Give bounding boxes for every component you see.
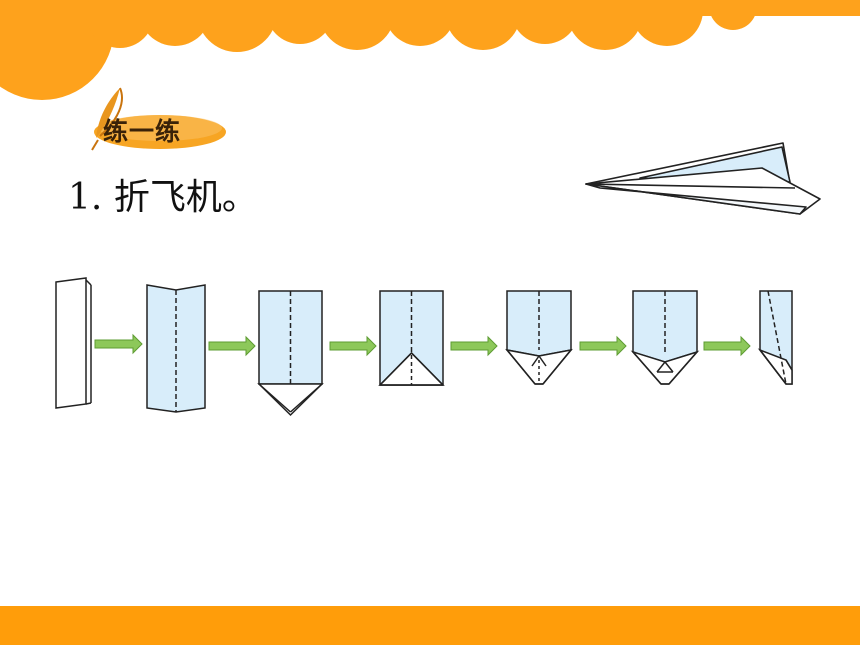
step-1 <box>55 277 92 409</box>
step-4 <box>378 290 445 386</box>
problem-number: 1. <box>68 177 103 218</box>
paper-airplane-icon <box>585 142 821 215</box>
problem-title: 1. 折飞机。 <box>68 168 258 220</box>
arrow-4 <box>450 335 498 357</box>
bottom-bar <box>0 606 860 645</box>
arrow-1 <box>94 333 143 355</box>
step-6 <box>630 290 700 385</box>
problem-text: 折飞机。 <box>113 177 258 218</box>
step-7 <box>757 290 793 385</box>
feather-icon <box>91 87 123 151</box>
arrow-5 <box>579 335 627 357</box>
step-5 <box>505 290 573 385</box>
badge-label: 练一练 <box>103 117 182 146</box>
badge <box>94 115 226 149</box>
step-3 <box>257 290 324 417</box>
header-decoration <box>0 0 860 100</box>
arrow-6 <box>703 335 751 357</box>
arrow-2 <box>208 335 256 357</box>
arrow-3 <box>329 335 377 357</box>
step-2 <box>146 284 206 413</box>
